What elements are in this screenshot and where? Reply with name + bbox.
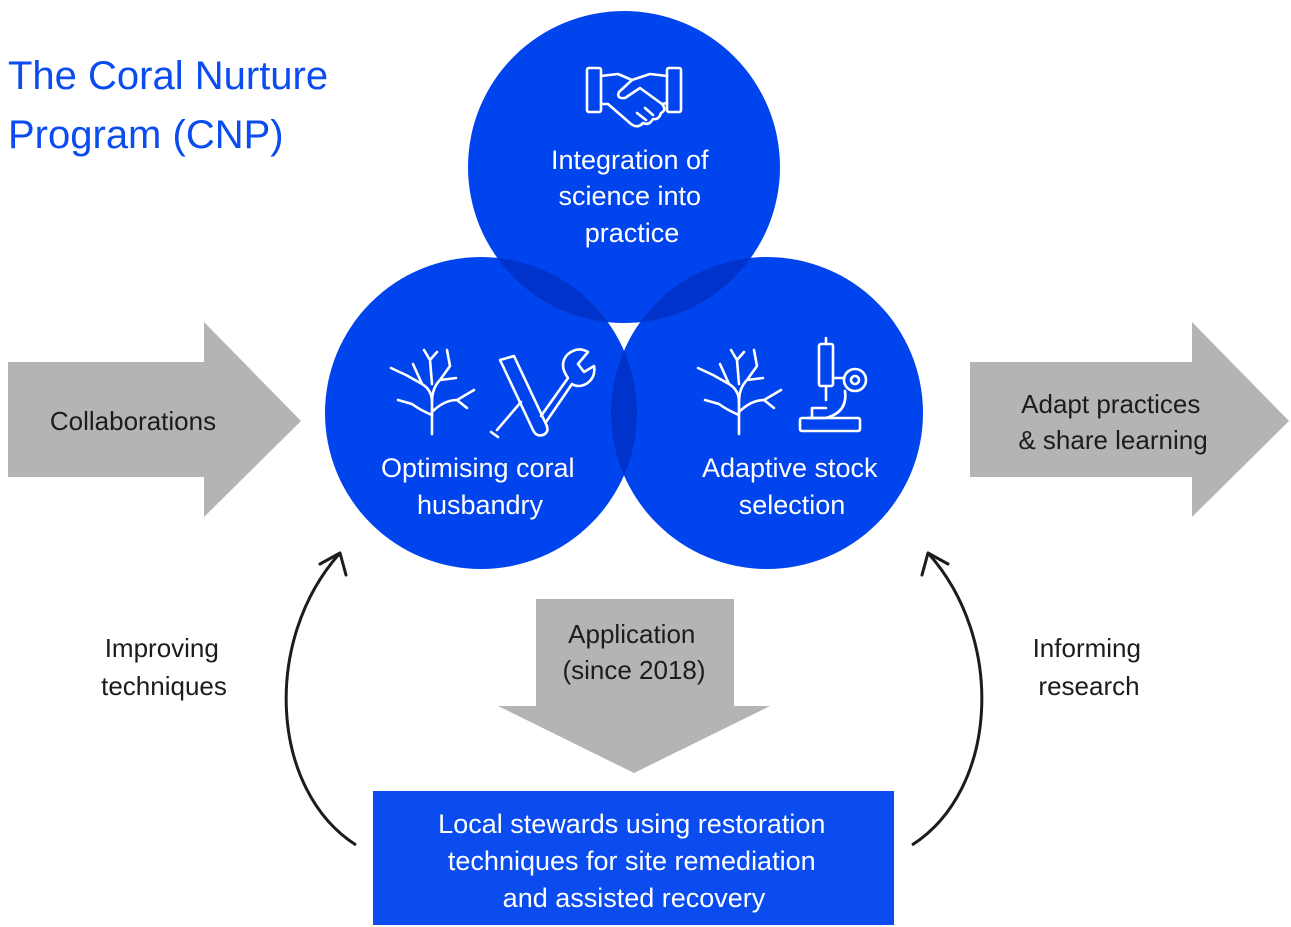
- collaborations-arrow: [8, 322, 301, 517]
- coral-icon: [696, 348, 783, 436]
- page-title: The Coral Nurture Program (CNP): [8, 54, 333, 157]
- coral-icon: [389, 348, 476, 436]
- improving-techniques-label: Improving techniques: [101, 633, 227, 701]
- collaborations-label: Collaborations: [50, 406, 216, 436]
- outcome-box: [373, 791, 894, 925]
- microscope-icon: [798, 336, 868, 433]
- feedback-arrow-right: [911, 551, 984, 847]
- informing-research-label: Informing research: [1033, 633, 1146, 701]
- application-arrow: [498, 599, 770, 773]
- feedback-arrow-left: [284, 551, 357, 847]
- adapt-practices-label: Adapt practices & share learning: [1018, 389, 1207, 455]
- application-label: Application (since 2018): [562, 619, 705, 685]
- circle-integration-label: Integration of science into practice: [551, 145, 713, 248]
- circle-stock-selection-label: Adaptive stock selection: [702, 453, 882, 520]
- adapt-practices-arrow: [970, 322, 1289, 517]
- circle-integration: [468, 11, 780, 323]
- circle-husbandry: [325, 257, 637, 569]
- tools-icon: [489, 348, 596, 439]
- outcome-box-text: Local stewards using restoration techniq…: [438, 809, 830, 913]
- circle-stock-selection: [611, 257, 923, 569]
- handshake-icon: [585, 66, 683, 128]
- circle-husbandry-label: Optimising coral husbandry: [381, 453, 579, 520]
